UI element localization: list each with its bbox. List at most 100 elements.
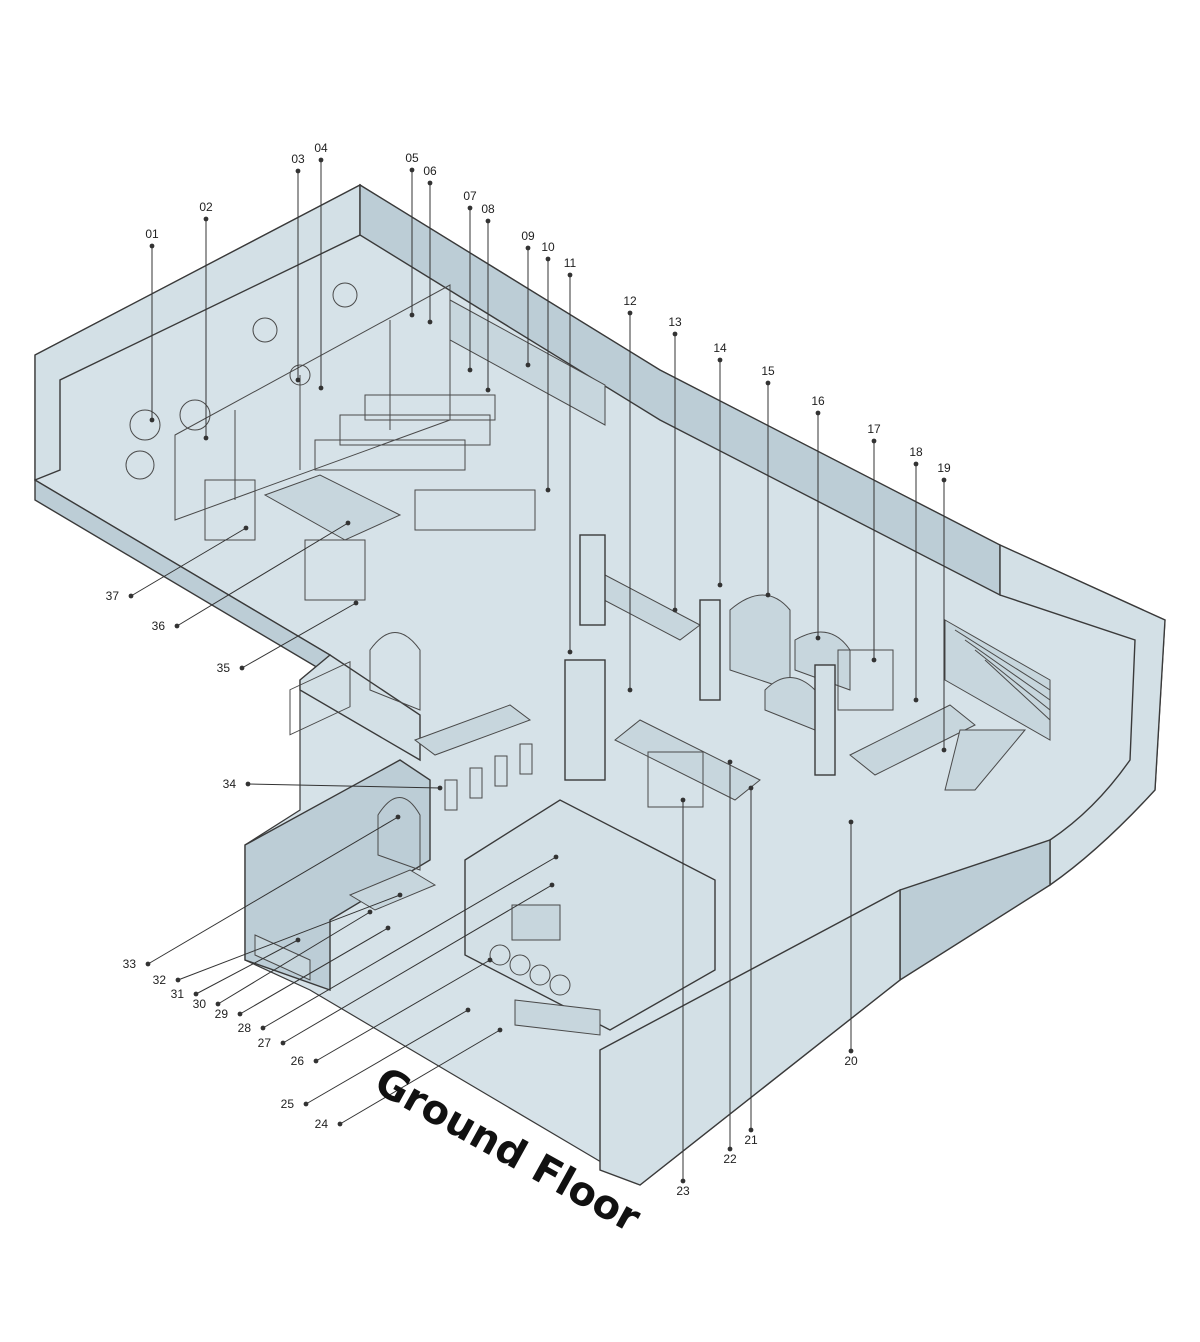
callout-dot-11: [567, 649, 573, 655]
callout-leader-25: [305, 1009, 469, 1105]
callout-dot-11: [567, 272, 573, 278]
callout-dot-12: [627, 687, 633, 693]
callout-dot-37: [128, 593, 134, 599]
callout-label-37: 37: [106, 589, 120, 603]
callout-dot-29: [385, 925, 391, 931]
callout-label-14: 14: [713, 341, 727, 355]
waiting-chairs: [489, 944, 571, 996]
callout-label-26: 26: [291, 1054, 305, 1068]
callout-dot-22: [727, 1146, 733, 1152]
callout-label-04: 04: [314, 141, 328, 155]
callout-dot-07: [467, 367, 473, 373]
shelving: [647, 751, 704, 808]
lounge-chair: [125, 450, 155, 480]
callout-dot-28: [553, 854, 559, 860]
callout-dot-16: [815, 410, 821, 416]
callout-dot-33: [395, 814, 401, 820]
bistro-table: [252, 317, 278, 343]
callout-dot-24: [337, 1121, 343, 1127]
wall-tv: [511, 904, 561, 941]
lounge-chair: [129, 409, 161, 441]
training-room-chairs: [314, 394, 536, 531]
callout-leader-34: [247, 783, 441, 789]
callout-dot-27: [280, 1040, 286, 1046]
callout-dot-01: [149, 243, 155, 249]
shelving: [304, 539, 366, 601]
callout-label-22: 22: [723, 1152, 737, 1166]
callout-label-33: 33: [123, 957, 137, 971]
callout-dot-36: [174, 623, 180, 629]
cafe-wing-wall: [299, 654, 421, 762]
lounge-chair: [179, 399, 211, 431]
callout-label-21: 21: [744, 1133, 758, 1147]
callout-label-11: 11: [564, 256, 577, 270]
callout-dot-06: [427, 319, 433, 325]
callout-label-32: 32: [153, 973, 167, 987]
cafe-counter: [413, 704, 532, 756]
callout-label-16: 16: [811, 394, 825, 408]
callout-leader-35: [241, 602, 357, 669]
callout-leader-26: [315, 959, 491, 1062]
callout-dot-02: [203, 216, 209, 222]
bench-desk: [614, 719, 761, 801]
callout-dot-01: [149, 417, 155, 423]
callout-dot-03: [295, 168, 301, 174]
callout-label-09: 09: [521, 229, 535, 243]
callout-dot-31: [193, 991, 199, 997]
callout-dot-32: [397, 892, 403, 898]
callout-dot-17: [871, 657, 877, 663]
callout-dot-21: [748, 1127, 754, 1133]
callout-dot-35: [353, 600, 359, 606]
callout-dot-19: [941, 477, 947, 483]
callout-dot-10: [545, 256, 551, 262]
callout-leader-28: [262, 856, 557, 1029]
callout-dot-04: [318, 385, 324, 391]
callout-dot-30: [367, 909, 373, 915]
callout-dot-16: [815, 635, 821, 641]
column: [564, 659, 606, 781]
callout-dot-34: [437, 785, 443, 791]
callout-label-25: 25: [281, 1097, 295, 1111]
callout-label-24: 24: [315, 1117, 329, 1131]
callout-dot-14: [717, 582, 723, 588]
bistro-table: [289, 364, 311, 386]
callout-leaders: [128, 157, 947, 1184]
callout-dot-13: [672, 331, 678, 337]
callout-label-34: 34: [223, 777, 237, 791]
callout-label-29: 29: [215, 1007, 229, 1021]
column: [699, 599, 721, 701]
shelving: [837, 649, 894, 711]
callout-dot-23: [680, 797, 686, 803]
callout-dot-19: [941, 747, 947, 753]
reception-partition: [464, 799, 716, 1031]
column: [579, 534, 606, 626]
callout-dot-03: [295, 377, 301, 383]
callout-dot-15: [765, 592, 771, 598]
callout-label-17: 17: [867, 422, 881, 436]
callout-dot-21: [748, 785, 754, 791]
callout-label-18: 18: [909, 445, 923, 459]
callout-dot-12: [627, 310, 633, 316]
callout-leader-37: [130, 527, 247, 597]
callout-dot-05: [409, 167, 415, 173]
staircase: [944, 619, 1051, 791]
callout-label-01: 01: [145, 227, 159, 241]
column: [814, 664, 836, 776]
callout-label-27: 27: [258, 1036, 272, 1050]
callout-dot-28: [260, 1025, 266, 1031]
callout-leader-24: [339, 1029, 501, 1125]
meeting-table: [263, 474, 402, 541]
callout-leader-33: [147, 816, 399, 965]
callout-label-12: 12: [623, 294, 637, 308]
callout-leader-29: [239, 927, 389, 1015]
callout-dot-31: [295, 937, 301, 943]
callout-label-08: 08: [481, 202, 495, 216]
callout-dot-07: [467, 205, 473, 211]
callout-label-15: 15: [761, 364, 775, 378]
callout-dot-09: [525, 245, 531, 251]
callout-dot-15: [765, 380, 771, 386]
callout-leader-36: [176, 522, 349, 627]
callout-dot-04: [318, 157, 324, 163]
callout-label-06: 06: [423, 164, 437, 178]
callout-dot-36: [345, 520, 351, 526]
